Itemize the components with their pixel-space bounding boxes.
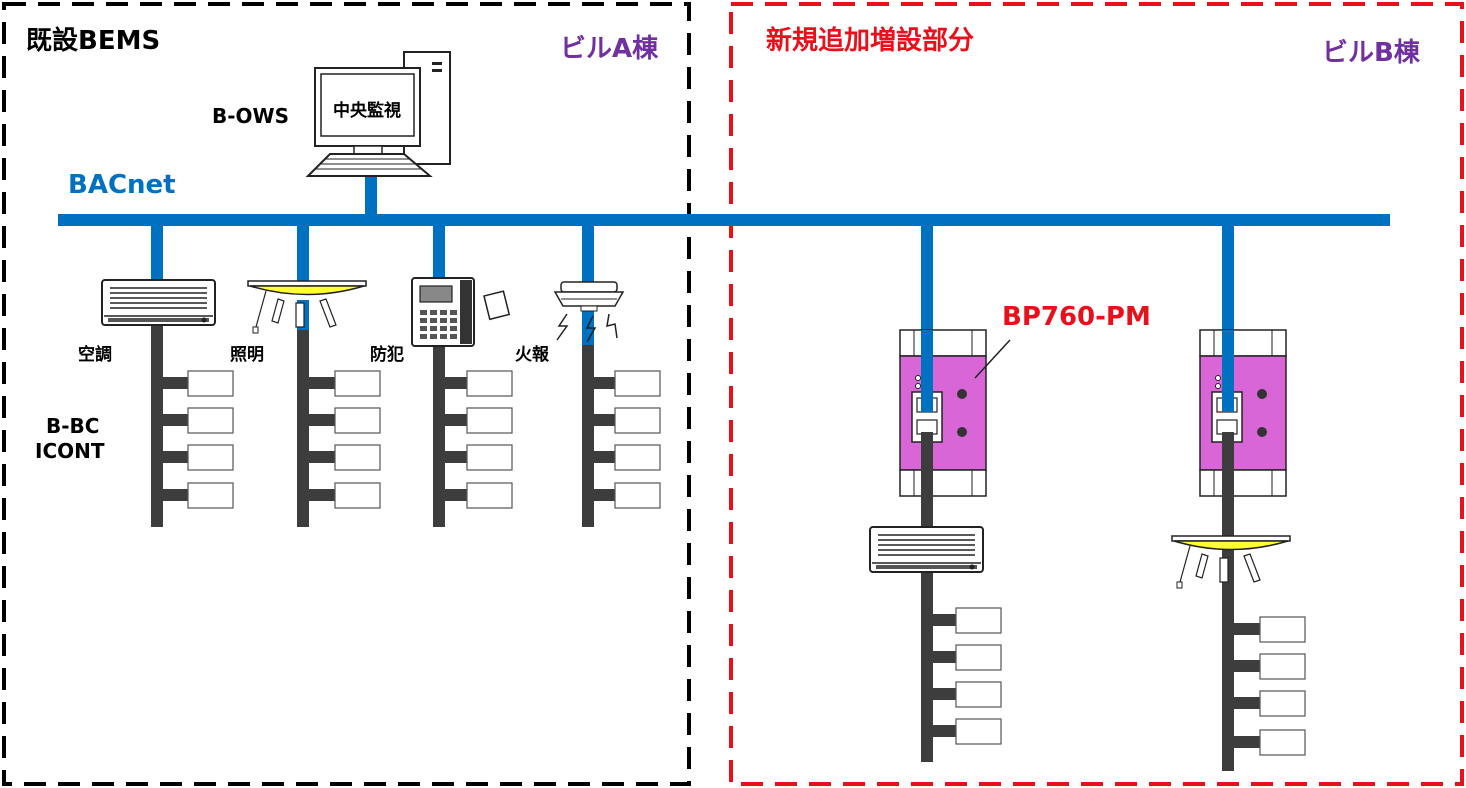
- workstation-screen-text: 中央監視: [333, 101, 401, 121]
- subsystem-label-security: 防犯: [370, 345, 404, 365]
- access-card-icon: [483, 290, 511, 321]
- new-zone-border: [729, 2, 1464, 786]
- existing-controllers: [157, 370, 661, 509]
- gateway-device-2: [1199, 329, 1287, 497]
- bacnet-label: BACnet: [68, 170, 176, 200]
- air-conditioner-icon: [101, 279, 216, 326]
- existing-zone-border: [2, 2, 691, 786]
- new-zone-title: 新規追加増設部分: [766, 26, 975, 56]
- gateway-device-1: [899, 329, 987, 497]
- building-a-label: ビルA棟: [560, 34, 659, 64]
- controller-label-line1: B-BC: [46, 414, 100, 438]
- building-b-label: ビルB棟: [1322, 38, 1420, 68]
- controller-label-line2: ICONT: [35, 439, 105, 463]
- gateway-label: BP760-PM: [1002, 302, 1151, 332]
- new-controllers: [927, 607, 1306, 756]
- gateway-blue-overlay: [921, 330, 1234, 500]
- subsystem-label-lighting: 照明: [230, 345, 264, 365]
- workstation-label: B-OWS: [212, 104, 290, 128]
- gateway-leader-line: [974, 339, 1011, 379]
- air-conditioner-icon: [869, 526, 984, 573]
- subsystem-label-fire: 火報: [515, 345, 549, 365]
- workstation-icon: [305, 51, 451, 177]
- card-reader-icon: [411, 277, 475, 347]
- subsystem-label-hvac: 空調: [78, 345, 112, 365]
- existing-zone-title: 既設BEMS: [26, 26, 161, 56]
